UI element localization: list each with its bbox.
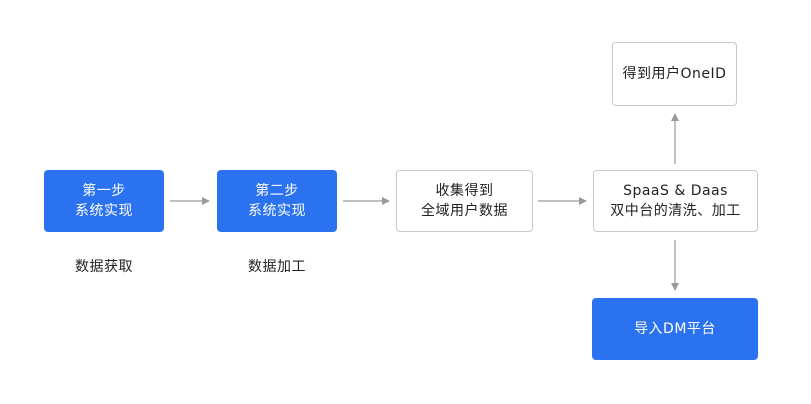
node-collect: 收集得到 全域用户数据 [396,170,533,232]
node-spaas: SpaaS & Daas 双中台的清洗、加工 [593,170,758,232]
node-step2-line1: 第二步 [255,183,299,199]
node-dm-line1: 导入DM平台 [634,321,716,337]
node-oneid: 得到用户OneID [612,42,737,106]
caption-step1: 数据获取 [75,259,133,275]
node-dm: 导入DM平台 [592,298,758,360]
caption-step2: 数据加工 [248,259,306,275]
node-step2: 第二步 系统实现 [217,170,337,232]
node-step1-line1: 第一步 [82,183,126,199]
node-collect-line2: 全域用户数据 [421,203,508,219]
node-spaas-line1: SpaaS & Daas [623,183,728,199]
node-oneid-line1: 得到用户OneID [622,66,727,82]
node-step1: 第一步 系统实现 [44,170,164,232]
node-step2-line2: 系统实现 [248,203,306,219]
node-collect-line1: 收集得到 [435,183,494,199]
node-step1-line2: 系统实现 [75,203,133,219]
node-spaas-line2: 双中台的清洗、加工 [610,203,741,219]
